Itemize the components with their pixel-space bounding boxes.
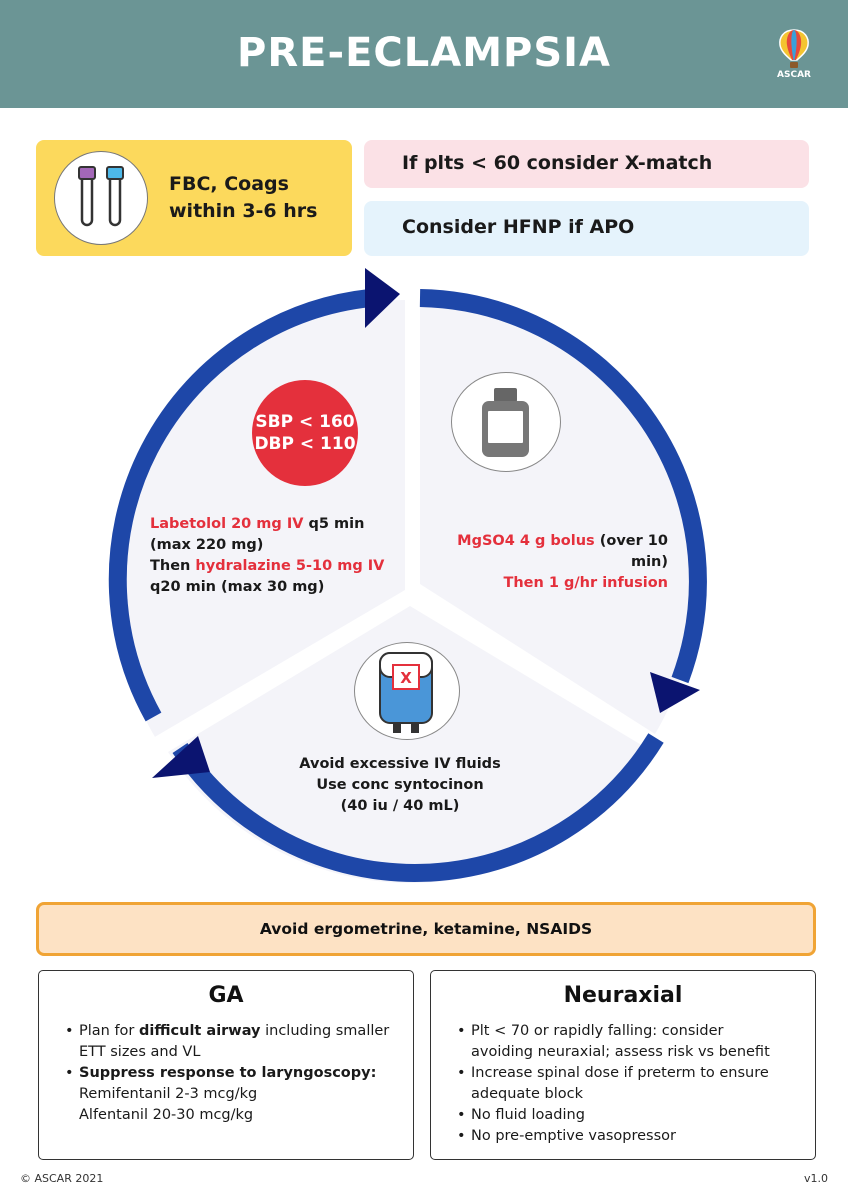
labetalol-frequency: q5 min xyxy=(303,516,365,532)
mg-treatment-text: MgSO4 4 g bolus (over 10 min) Then 1 g/h… xyxy=(432,531,668,594)
bp-line-4: q20 min (max 30 mg) xyxy=(150,579,325,595)
page-header: PRE-ECLAMPSIA ASCAR xyxy=(0,0,848,108)
ga-item-airway-pre: Plan for xyxy=(79,1023,140,1039)
neuraxial-item-spinal-line2: adequate block xyxy=(471,1086,583,1102)
platelets-text: If plts < 60 consider X-match xyxy=(402,152,713,174)
neuraxial-item-platelets-line1: Plt < 70 or rapidly falling: consider xyxy=(471,1023,724,1039)
ring-arc-fluid xyxy=(172,733,664,882)
hydralazine-dose: hydralazine 5-10 mg IV xyxy=(195,558,385,574)
arrowhead-left xyxy=(152,736,210,778)
avoid-drugs-box: Avoid ergometrine, ketamine, NSAIDS xyxy=(36,902,816,956)
mg-line-1: MgSO4 4 g bolus (over 10 min) xyxy=(432,531,668,573)
neuraxial-item-platelets: Plt < 70 or rapidly falling: consider avo… xyxy=(457,1021,803,1063)
neuraxial-panel: Neuraxial Plt < 70 or rapidly falling: c… xyxy=(430,970,816,1160)
fluid-line-1: Avoid excessive IV fluids xyxy=(299,756,501,772)
ga-alfentanil: Alfentanil 20-30 mcg/kg xyxy=(79,1107,254,1123)
vial-icon xyxy=(451,372,561,472)
page-title: PRE-ECLAMPSIA xyxy=(237,30,611,76)
fluid-line-3: (40 iu / 40 mL) xyxy=(340,798,460,814)
hfnp-box: Consider HFNP if APO xyxy=(364,201,809,256)
ascar-logo: ASCAR xyxy=(774,28,814,84)
neuraxial-item-spinal-dose: Increase spinal dose if preterm to ensur… xyxy=(457,1063,803,1105)
ga-item-laryngoscopy-bold: Suppress response to laryngoscopy: xyxy=(79,1065,377,1081)
arrowhead-top xyxy=(365,268,400,328)
bp-line-3: Then hydralazine 5-10 mg IV xyxy=(150,556,384,577)
labs-line-1: FBC, Coags xyxy=(169,173,289,195)
bp-target-sbp: SBP < 160 xyxy=(255,412,355,432)
ring-arc-bp xyxy=(108,289,371,722)
hfnp-text: Consider HFNP if APO xyxy=(402,216,635,238)
mgso4-bolus-duration: (over 10 min) xyxy=(594,533,668,570)
neuraxial-item-spinal-line1: Increase spinal dose if preterm to ensur… xyxy=(471,1065,769,1081)
fluid-line-2: Use conc syntocinon xyxy=(316,777,484,793)
avoid-drugs-text: Avoid ergometrine, ketamine, NSAIDS xyxy=(259,920,593,938)
arrowhead-right xyxy=(650,672,700,713)
neuraxial-item-platelets-line2: avoiding neuraxial; assess risk vs benef… xyxy=(471,1044,770,1060)
ga-list: Plan for difficult airway including smal… xyxy=(65,1021,401,1126)
segment-fluid-fill xyxy=(168,606,653,883)
platelets-box: If plts < 60 consider X-match xyxy=(364,140,809,188)
ga-item-airway-post: including smaller xyxy=(260,1023,390,1039)
ga-item-airway: Plan for difficult airway including smal… xyxy=(65,1021,401,1063)
ga-item-laryngoscopy: Suppress response to laryngoscopy: Remife… xyxy=(65,1063,401,1126)
ga-title: GA xyxy=(208,983,244,1008)
ga-remifentanil: Remifentanil 2-3 mcg/kg xyxy=(79,1086,258,1102)
bp-target-circle: SBP < 160 DBP < 110 xyxy=(252,380,358,486)
labetalol-dose: Labetolol 20 mg IV xyxy=(150,516,304,532)
ring-arc-mg xyxy=(419,289,707,684)
neuraxial-list: Plt < 70 or rapidly falling: consider avo… xyxy=(457,1021,803,1147)
ga-panel: GA Plan for difficult airway including s… xyxy=(38,970,414,1160)
iv-bag-x-mark: X xyxy=(400,669,412,687)
neuraxial-item-vasopressor: No pre-emptive vasopressor xyxy=(457,1126,803,1147)
iv-bag-icon: X xyxy=(354,642,460,740)
labs-box: FBC, Coags within 3-6 hrs xyxy=(36,140,352,256)
test-tubes-icon xyxy=(54,151,148,245)
ga-item-airway-bold: difficult airway xyxy=(139,1023,261,1039)
fluid-text: Avoid excessive IV fluids Use conc synto… xyxy=(255,754,545,817)
copyright: © ASCAR 2021 xyxy=(20,1172,104,1185)
ga-item-airway-line2: ETT sizes and VL xyxy=(79,1044,201,1060)
bp-line-1: Labetolol 20 mg IV q5 min xyxy=(150,514,384,535)
mg-line-2: Then 1 g/hr infusion xyxy=(503,575,668,591)
bp-target-dbp: DBP < 110 xyxy=(254,434,356,454)
logo-text: ASCAR xyxy=(777,70,811,80)
mgso4-bolus: MgSO4 4 g bolus xyxy=(457,533,595,549)
labs-text: FBC, Coags within 3-6 hrs xyxy=(169,171,317,225)
labs-line-2: within 3-6 hrs xyxy=(169,200,318,222)
neuraxial-item-fluid: No fluid loading xyxy=(457,1105,803,1126)
bp-line-2: (max 220 mg) xyxy=(150,537,264,553)
then-prefix: Then xyxy=(150,558,196,574)
version: v1.0 xyxy=(803,1172,828,1185)
balloon-icon xyxy=(779,29,809,68)
neuraxial-title: Neuraxial xyxy=(563,983,683,1008)
bp-treatment-text: Labetolol 20 mg IV q5 min (max 220 mg) T… xyxy=(150,514,384,598)
